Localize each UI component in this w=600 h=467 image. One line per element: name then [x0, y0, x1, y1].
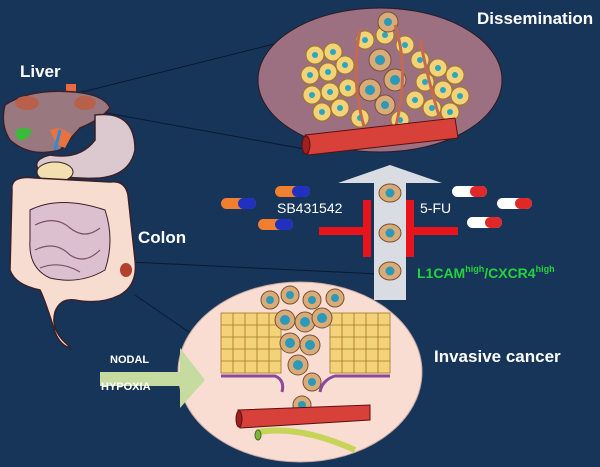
epithelium-right — [329, 312, 391, 374]
5fu-label: 5-FU — [420, 200, 452, 216]
marker-label: L1CAMhigh/CXCR4high — [417, 264, 555, 281]
sb431542-label: SB431542 — [277, 200, 343, 216]
connector-line — [129, 261, 401, 276]
5fu-capsules — [452, 186, 532, 228]
marker-sup-1: high — [465, 264, 485, 274]
sb431542-capsules — [221, 186, 310, 230]
dissemination-illustration — [257, 7, 503, 156]
blood-vessel — [301, 117, 459, 156]
inhibition-bar-left — [319, 200, 371, 257]
stomach-illustration — [35, 113, 136, 183]
connector-line — [89, 109, 311, 151]
dissemination-label: Dissemination — [477, 9, 594, 28]
inhibition-bar-right — [406, 200, 458, 257]
invasive-cancer-illustration — [177, 281, 423, 463]
colon-illustration — [9, 176, 137, 351]
nodal-label: NODAL — [110, 354, 150, 366]
marker-cxcr4: /CXCR4 — [484, 265, 536, 281]
marker-sup-2: high — [535, 264, 555, 274]
lymphatic-vessel — [254, 427, 357, 453]
hypoxia-label: HYPOXIA — [101, 381, 151, 393]
invasive-cancer-label: Invasive cancer — [434, 347, 561, 366]
dissemination-arrow — [338, 165, 442, 300]
liver-label: Liver — [20, 62, 61, 81]
nodal-hypoxia-arrow — [100, 348, 205, 408]
blood-vessel — [235, 404, 371, 429]
colon-label: Colon — [138, 228, 187, 247]
marker-l1cam: L1CAM — [417, 265, 466, 281]
epithelium-left — [220, 312, 282, 374]
connector-line — [69, 34, 311, 96]
